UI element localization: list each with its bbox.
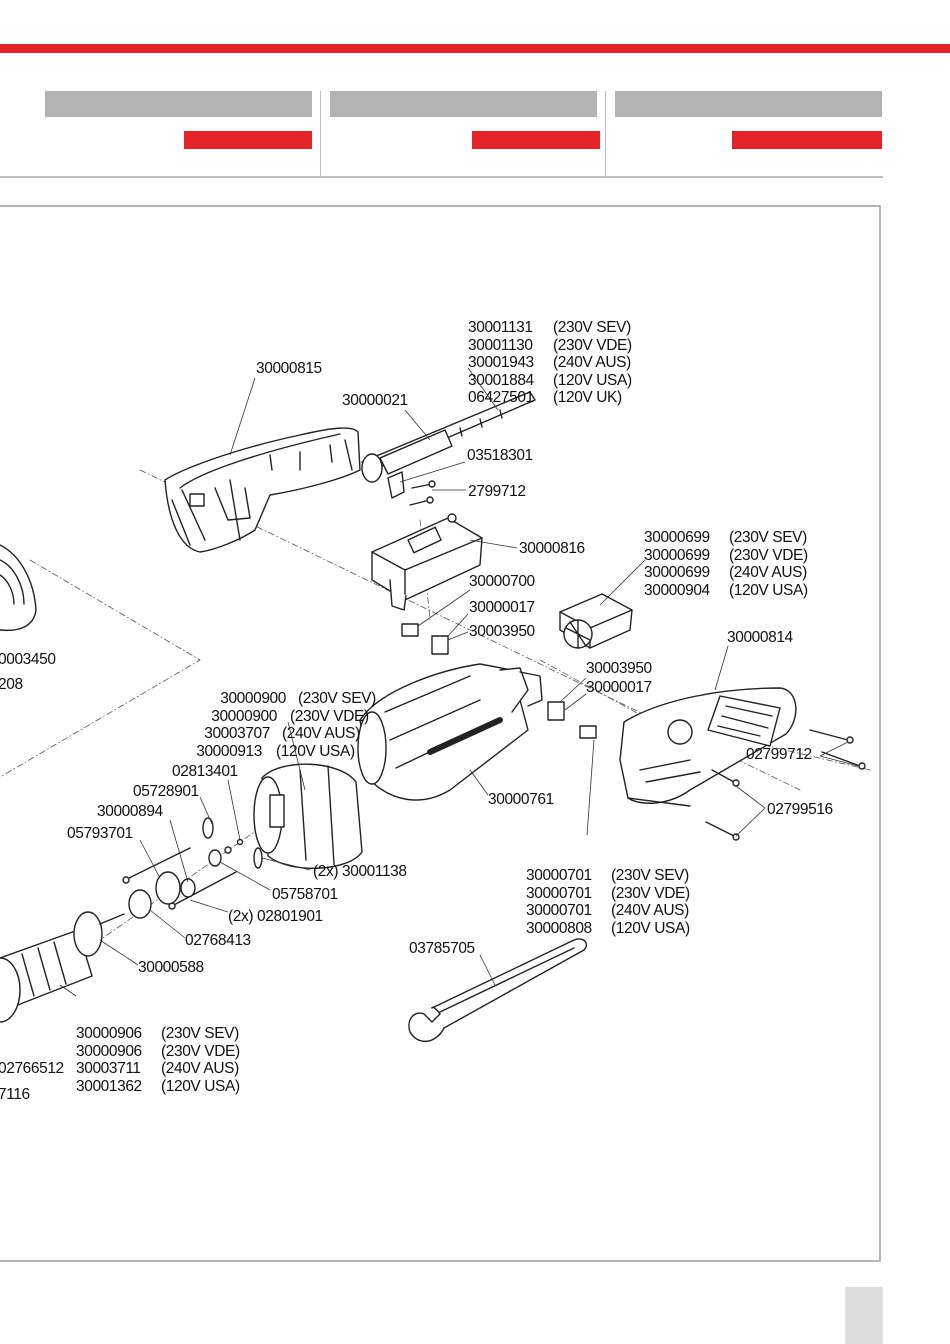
label-rear-housing: 30000815 <box>256 360 322 377</box>
header-col-3-bar <box>615 91 882 117</box>
header-col-1-red-tag <box>184 131 312 149</box>
header-col-1-bar <box>45 91 312 117</box>
switch-variant-list: (230V SEV)(230V VDE)(240V AUS)(120V USA) <box>729 529 808 599</box>
label-left-partial-4: 7116 <box>0 1086 30 1103</box>
stator-variant-list: (230V SEV)(230V VDE)(240V AUS)(120V USA) <box>276 690 376 760</box>
label-cover-screws: 02799516 <box>767 801 833 818</box>
gearbox-partial <box>0 544 37 632</box>
label-switch-mount: 30000816 <box>519 540 585 557</box>
exploded-view-frame <box>0 205 881 1262</box>
label-brush-top: 30000700 <box>469 573 535 590</box>
label-washer-b: 05728901 <box>133 783 199 800</box>
label-wrench: 03785705 <box>409 940 475 957</box>
label-long-screw: 05793701 <box>67 825 133 842</box>
label-brush-clip-top: 30000017 <box>469 599 535 616</box>
label-clip-2x: (2x) 30001138 <box>313 863 407 880</box>
brush-right-part <box>579 725 597 739</box>
leader-lines <box>59 367 859 997</box>
brush-top-part <box>401 623 419 637</box>
page-number-tab <box>845 1287 883 1344</box>
label-left-partial-2: 208 <box>0 676 23 693</box>
brush-holder-right-part <box>547 701 565 721</box>
label-brush-holder-top: 30003950 <box>469 623 535 640</box>
label-motor-housing: 30000761 <box>488 791 554 808</box>
cord-variant-list: (230V SEV)(230V VDE)(240V AUS)(120V USA)… <box>553 319 632 406</box>
label-left-partial-1: 0003450 <box>0 651 56 668</box>
brush-variant-list: (230V SEV)(230V VDE)(240V AUS)(120V USA) <box>611 867 690 937</box>
label-brush-holder-right: 30003950 <box>586 660 652 677</box>
rear-housing-part <box>164 427 361 553</box>
label-clamp-screw: 2799712 <box>468 483 526 500</box>
label-bearing-cap: 30000894 <box>97 803 163 820</box>
label-handle-cover: 30000814 <box>727 629 793 646</box>
label-washer-c: 05758701 <box>272 886 338 903</box>
top-red-rule <box>0 44 950 53</box>
label-left-partial-3: 02766512 <box>0 1060 64 1077</box>
motor-housing-part <box>357 663 543 801</box>
brush-holder-top-part <box>431 635 449 655</box>
label-clamp: 03518301 <box>467 447 533 464</box>
header-col-2-red-tag <box>472 131 600 149</box>
label-handle-screws: 02799712 <box>746 746 812 763</box>
header-col-3-red-tag <box>732 131 882 149</box>
header-separator-1 <box>320 91 321 177</box>
label-washer-a: 02813401 <box>172 763 238 780</box>
wrench-part <box>408 938 588 1042</box>
label-screw-2x: (2x) 02801901 <box>228 908 323 925</box>
switch-body-part <box>559 593 633 649</box>
armature-variant-list: (230V SEV)(230V VDE)(240V AUS)(120V USA) <box>161 1025 240 1095</box>
label-fan: 30000588 <box>138 959 204 976</box>
header-bottom-line <box>0 176 883 178</box>
header-col-2-bar <box>330 91 597 117</box>
switch-mount-part <box>371 513 483 611</box>
handle-cover-part <box>619 687 797 807</box>
label-cord-guard: 30000021 <box>342 392 408 409</box>
handle-screws <box>705 729 866 841</box>
armature-part <box>0 911 125 1023</box>
small-parts <box>122 817 263 919</box>
label-brush-clip-right: 30000017 <box>586 679 652 696</box>
label-bearing: 02768413 <box>185 932 251 949</box>
power-cord-part <box>361 391 536 483</box>
cord-clamp-part <box>387 471 405 499</box>
header-separator-2 <box>605 91 606 177</box>
stator-part <box>253 763 363 870</box>
